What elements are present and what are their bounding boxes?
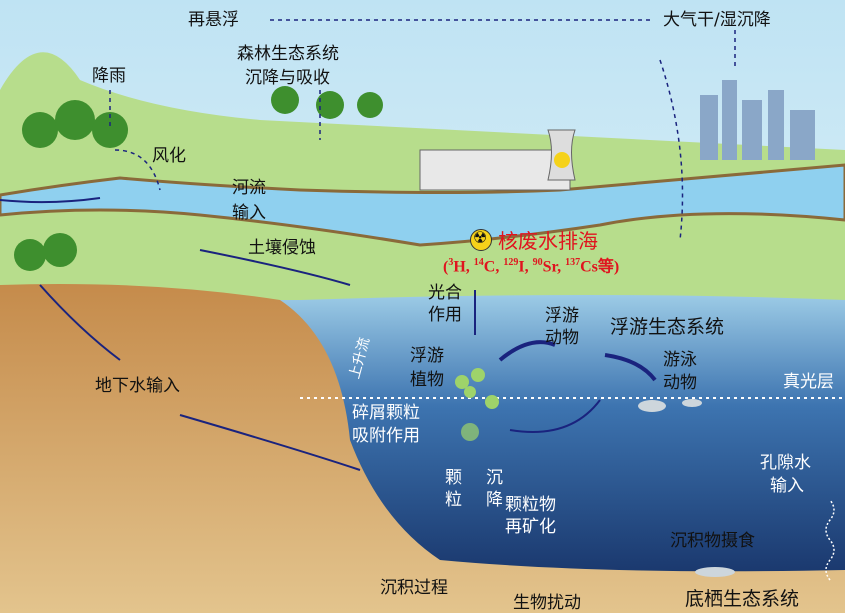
detritus-label: 碎屑颗粒 [352, 403, 420, 423]
radiation-icon [470, 228, 492, 251]
forest-trees [14, 86, 383, 271]
photosynthesis-label: 光合 [428, 283, 462, 303]
nekton-label-2: 动物 [663, 373, 697, 393]
remineralization-label-2: 再矿化 [505, 517, 556, 537]
photosynthesis-label-2: 作用 [428, 305, 462, 325]
iso-sr90-mass: 90 [532, 257, 543, 268]
resuspension-label: 再悬浮 [188, 10, 239, 30]
euphotic-zone-label: 真光层 [783, 372, 834, 392]
porewater-arrow [825, 499, 835, 581]
zooplankton-label-2: 动物 [545, 328, 579, 348]
soil-erosion-label: 土壤侵蚀 [248, 238, 316, 258]
iso-sr90: Sr, [542, 258, 566, 276]
iso-h3: H, [453, 258, 474, 276]
benthic-ecosystem-label: 底栖生态系统 [685, 588, 800, 610]
river [0, 163, 845, 247]
iso-i129-mass: 129 [503, 257, 519, 268]
river-label: 河流 [232, 178, 266, 198]
forest-ecosystem-label: 森林生态系统 [237, 44, 339, 64]
porewater-label-2: 输入 [770, 476, 804, 496]
sedimentation-label: 沉积过程 [380, 578, 448, 598]
iso-open: ( [443, 258, 449, 276]
phytoplankton-label-2: 植物 [410, 370, 444, 390]
phytoplankton [455, 368, 499, 441]
sinking-label: 沉 [486, 468, 503, 488]
remineralization-label: 颗粒物 [505, 495, 556, 515]
discharge-label: 核废水排海 [470, 228, 598, 253]
bioturbation-label: 生物扰动 [513, 593, 581, 613]
river-input-label: 输入 [232, 203, 266, 223]
deposit-feeding-label: 沉积物摄食 [670, 531, 755, 551]
phytoplankton-label: 浮游 [410, 346, 444, 366]
weathering-label: 风化 [152, 146, 186, 166]
rainfall-label: 降雨 [92, 66, 126, 86]
seabed-soil [0, 284, 845, 613]
forest-deposition-label: 沉降与吸收 [245, 68, 330, 88]
particle-label-2: 粒 [445, 490, 462, 510]
iso-cs137: Cs等) [580, 258, 620, 276]
dashed-arrows [109, 19, 736, 241]
discharge-text: 核废水排海 [498, 229, 598, 253]
iso-c14: C, [483, 258, 504, 276]
isotopes-label: (3H, 14C, 129I, 90Sr, 137Cs等) [443, 257, 619, 277]
porewater-label: 孔隙水 [760, 453, 811, 473]
iso-c14-mass: 14 [473, 257, 484, 268]
atmospheric-deposition-label: 大气干/湿沉降 [663, 10, 771, 30]
detritus-label-2: 吸附作用 [352, 426, 420, 446]
particle-label: 颗 [445, 468, 462, 488]
plankton-ecosystem-label: 浮游生态系统 [610, 316, 725, 338]
process-arrows [0, 197, 657, 471]
city-buildings [700, 80, 815, 160]
groundwater-label: 地下水输入 [95, 376, 180, 396]
nekton-label: 游泳 [663, 350, 697, 370]
iso-cs137-mass: 137 [565, 257, 581, 268]
iso-i129: I, [518, 258, 533, 276]
zooplankton-label: 浮游 [545, 306, 579, 326]
fish [638, 399, 735, 577]
sinking-label-2: 降 [486, 490, 503, 510]
iso-h3-mass: 3 [448, 257, 454, 268]
nuclear-plant [419, 129, 576, 191]
